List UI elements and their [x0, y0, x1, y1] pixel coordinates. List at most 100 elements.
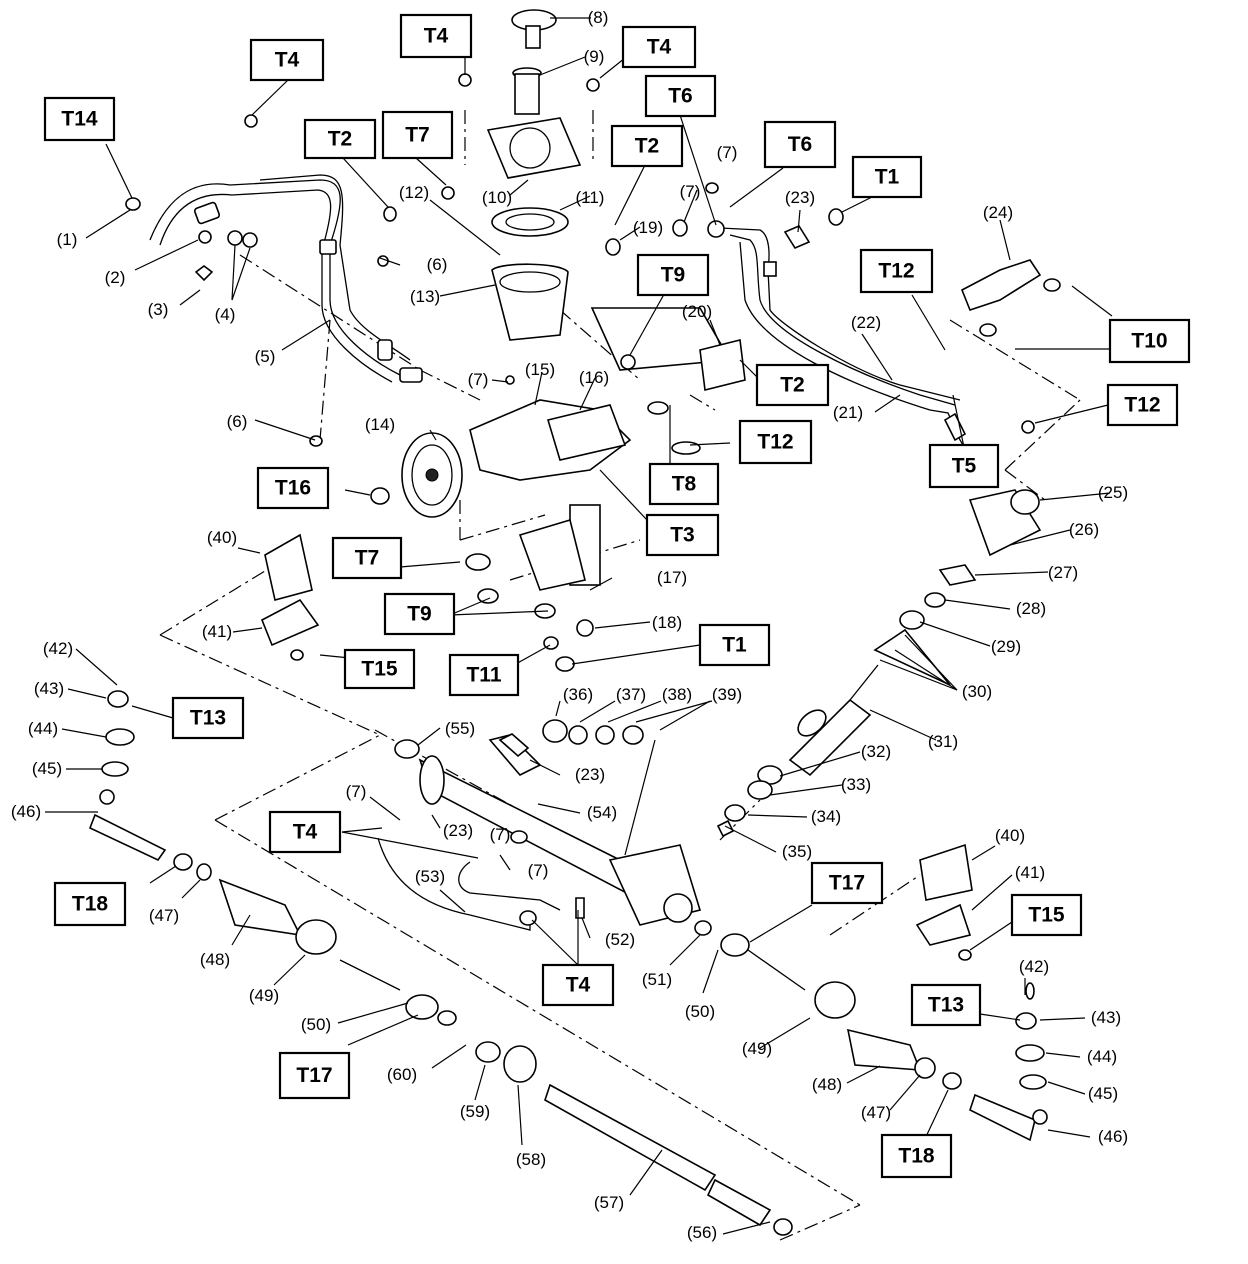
tie-rods-and-boots: [88, 690, 1048, 1236]
svg-text:T4: T4: [647, 36, 672, 59]
torque-box-T2: T2: [610, 124, 684, 168]
torque-box-T18: T18: [880, 1133, 953, 1179]
callout-21: (21): [833, 403, 863, 422]
callout-44: (44): [28, 719, 58, 738]
svg-text:T15: T15: [1028, 904, 1065, 927]
svg-text:T17: T17: [829, 872, 865, 895]
svg-text:T3: T3: [670, 524, 695, 547]
torque-box-T3: T3: [645, 513, 720, 557]
torque-box-T1: T1: [851, 155, 923, 199]
assembly-outlines: [159, 110, 1081, 1241]
callout-8: (8): [588, 8, 609, 27]
callout-35: (35): [782, 842, 812, 861]
svg-text:T18: T18: [72, 893, 109, 916]
pump-assembly: [401, 307, 746, 591]
svg-text:T13: T13: [190, 707, 226, 730]
callout-54: (54): [587, 803, 617, 822]
torque-box-T5: T5: [928, 443, 1000, 489]
callout-7: (7): [680, 182, 701, 201]
svg-text:T4: T4: [293, 821, 318, 844]
svg-text:T1: T1: [722, 634, 747, 657]
callout-39: (39): [712, 685, 742, 704]
callout-24: (24): [983, 203, 1013, 222]
callout-7: (7): [490, 825, 511, 844]
callout-49: (49): [742, 1039, 772, 1058]
callout-23: (23): [443, 821, 473, 840]
callout-48: (48): [812, 1075, 842, 1094]
callout-6: (6): [427, 255, 448, 274]
svg-text:T16: T16: [275, 477, 311, 500]
svg-text:T13: T13: [928, 994, 964, 1017]
torque-box-T2: T2: [755, 363, 830, 407]
callout-42: (42): [1019, 957, 1049, 976]
callout-14: (14): [365, 415, 395, 434]
callout-50: (50): [301, 1015, 331, 1034]
svg-text:T7: T7: [405, 124, 430, 147]
callout-25: (25): [1098, 483, 1128, 502]
torque-box-T2: T2: [303, 118, 377, 160]
torque-box-T12: T12: [1106, 383, 1179, 427]
callout-51: (51): [642, 970, 672, 989]
torque-box-T10: T10: [1108, 318, 1191, 364]
svg-text:T5: T5: [952, 455, 977, 478]
callout-53: (53): [415, 867, 445, 886]
callout-47: (47): [149, 906, 179, 925]
callout-42: (42): [43, 639, 73, 658]
mount-clamps: [260, 533, 973, 961]
torque-box-T12: T12: [859, 248, 934, 294]
callout-27: (27): [1048, 563, 1078, 582]
callout-40: (40): [207, 528, 237, 547]
callout-33: (33): [841, 775, 871, 794]
torque-box-T11: T11: [448, 653, 520, 697]
svg-text:T2: T2: [635, 135, 660, 158]
torque-box-T15: T15: [1010, 893, 1083, 937]
svg-text:T15: T15: [361, 658, 398, 681]
svg-text:T14: T14: [61, 108, 98, 131]
callout-18: (18): [652, 613, 682, 632]
callout-43: (43): [34, 679, 64, 698]
callout-5: (5): [255, 347, 276, 366]
callout-36: (36): [563, 685, 593, 704]
torque-box-T18: T18: [53, 881, 127, 927]
callout-13: (13): [410, 287, 440, 306]
pinion-parts: [716, 489, 1042, 838]
svg-text:T17: T17: [296, 1064, 332, 1087]
svg-text:T11: T11: [466, 664, 501, 687]
callout-34: (34): [811, 807, 841, 826]
torque-box-T13: T13: [910, 983, 982, 1027]
callout-20: (20): [682, 302, 712, 321]
callout-31: (31): [928, 732, 958, 751]
torque-box-T17: T17: [810, 861, 884, 905]
callout-45: (45): [1088, 1084, 1118, 1103]
steering-gearbox: [377, 734, 702, 931]
svg-text:T10: T10: [1131, 330, 1167, 353]
callout-7: (7): [346, 782, 367, 801]
torque-box-T15: T15: [343, 648, 416, 690]
callout-50: (50): [685, 1002, 715, 1021]
callout-32: (32): [861, 742, 891, 761]
callout-45: (45): [32, 759, 62, 778]
callout-41: (41): [202, 622, 232, 641]
callout-3: (3): [148, 300, 169, 319]
callout-17: (17): [657, 568, 687, 587]
callout-19: (19): [633, 218, 663, 237]
svg-text:T4: T4: [424, 25, 449, 48]
callout-55: (55): [445, 719, 475, 738]
callout-43: (43): [1091, 1008, 1121, 1027]
callout-57: (57): [594, 1193, 624, 1212]
svg-text:T18: T18: [898, 1145, 935, 1168]
callout-7: (7): [717, 143, 738, 162]
svg-text:T8: T8: [672, 473, 697, 496]
svg-text:T12: T12: [757, 431, 793, 454]
svg-text:T12: T12: [1124, 394, 1160, 417]
callout-9: (9): [584, 47, 605, 66]
svg-text:T2: T2: [328, 128, 353, 151]
torque-box-T17: T17: [278, 1051, 351, 1100]
callout-46: (46): [1098, 1127, 1128, 1146]
torque-box-T4: T4: [541, 963, 615, 1007]
torque-box-T7: T7: [381, 110, 454, 160]
callout-41: (41): [1015, 863, 1045, 882]
callout-48: (48): [200, 950, 230, 969]
callout-16: (16): [579, 368, 609, 387]
svg-text:T2: T2: [780, 374, 805, 397]
